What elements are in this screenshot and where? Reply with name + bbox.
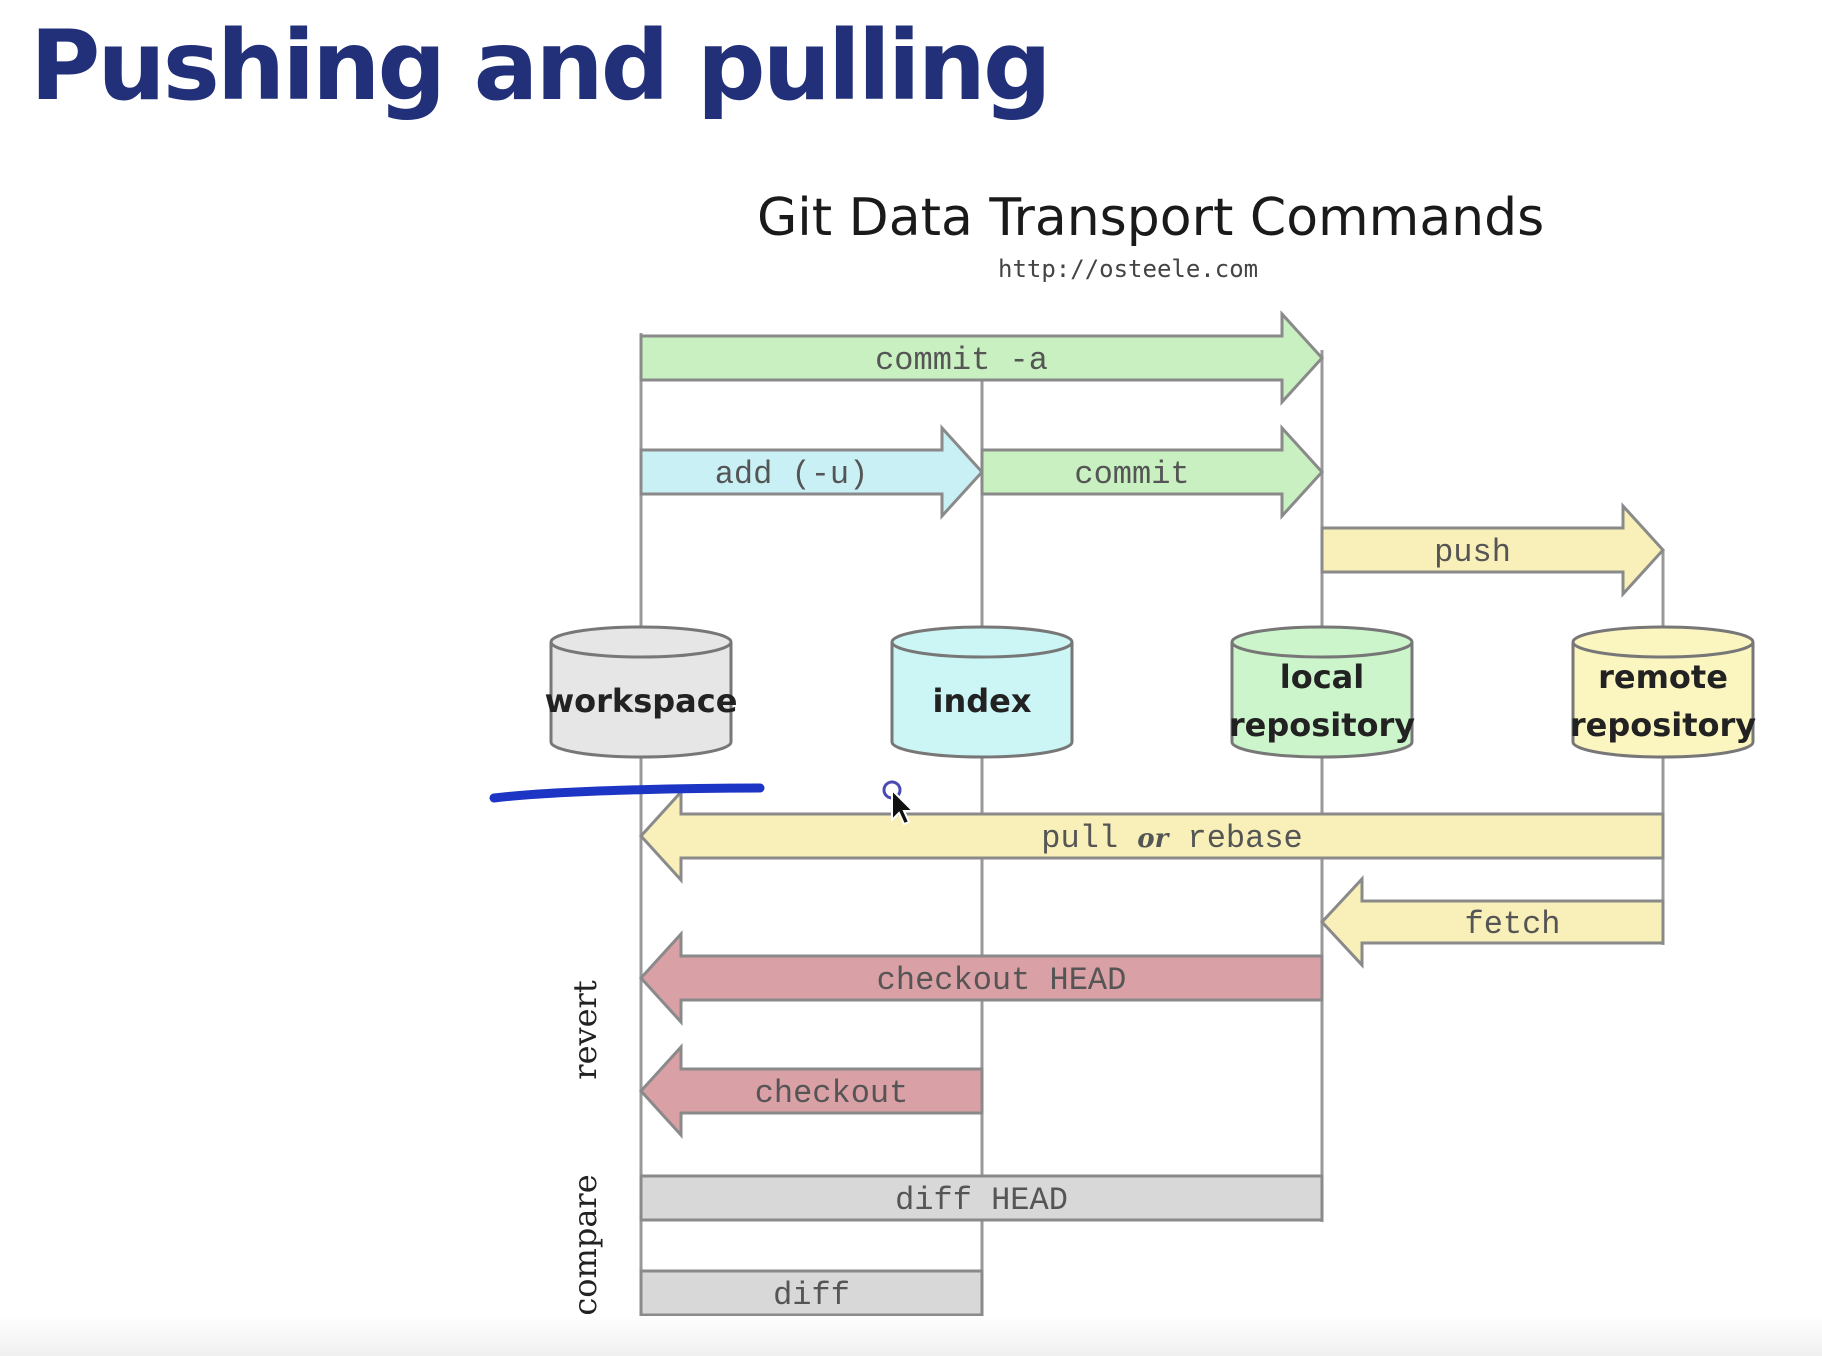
remote-repository-cylinder-top — [1571, 625, 1755, 659]
index-cylinder-top — [890, 625, 1074, 659]
pen-annotation — [489, 783, 765, 803]
diff-arrow-shape — [639, 1269, 984, 1317]
checkout-arrow: checkout — [638, 1043, 984, 1139]
remote-repository-label: remote — [1598, 658, 1728, 696]
compare-group-label: compare — [566, 1174, 604, 1315]
checkout-head-arrow-shape — [638, 930, 1324, 1026]
add-u-arrow: add (-u) — [639, 424, 985, 520]
diagram-url: http://osteele.com — [998, 255, 1259, 283]
push-arrow: push — [1320, 502, 1666, 598]
mouse-cursor-icon — [882, 780, 916, 826]
local-repository-label: local — [1280, 658, 1364, 696]
checkout-arrow-shape — [638, 1043, 984, 1139]
diagram-title: Git Data Transport Commands — [757, 188, 1545, 248]
slide-title: Pushing and pulling — [30, 10, 1052, 122]
fetch-label: fetch — [1464, 906, 1560, 943]
diff-arrow: diff — [639, 1269, 984, 1317]
diff-head-label: diff HEAD — [895, 1182, 1068, 1219]
stores: workspace index local repository remote repos… — [545, 625, 1756, 759]
diff-head-arrow-shape — [639, 1174, 1324, 1222]
push-arrow-shape — [1320, 502, 1666, 598]
commit-a-arrow-shape — [639, 310, 1325, 406]
add-u-arrow-shape — [639, 424, 985, 520]
commit-arrow: commit — [980, 424, 1325, 520]
revert-group-label: revert — [566, 980, 604, 1080]
checkout-head-arrow: checkout HEAD — [638, 930, 1324, 1026]
local-repository-store: local repository — [1229, 625, 1415, 759]
commit-arrow-shape — [980, 424, 1325, 520]
workspace-cylinder-top — [549, 625, 733, 659]
fetch-arrow: fetch — [1319, 875, 1665, 969]
checkout-head-label: checkout HEAD — [877, 962, 1127, 999]
pull-or-rebase-arrow: pull or rebase — [638, 788, 1665, 884]
pull-or-rebase-label-part: pull — [1041, 820, 1137, 857]
fetch-arrow-shape — [1319, 875, 1665, 969]
remote-repository-store: remote repository — [1570, 625, 1756, 759]
push-label: push — [1434, 534, 1511, 571]
pull-or-rebase-label-part: or — [1137, 824, 1170, 854]
remote-repository-cylinder-body — [1571, 642, 1755, 759]
local-repository-cylinder-body — [1230, 642, 1414, 759]
commands: commit -a add (-u) commit push pull or rebas… — [638, 310, 1666, 1317]
workspace-label: workspace — [545, 682, 738, 720]
index-cylinder-body — [890, 642, 1074, 759]
remote-repository-label: repository — [1570, 706, 1756, 744]
diff-head-arrow: diff HEAD — [639, 1174, 1324, 1222]
add-u-label: add (-u) — [715, 456, 869, 493]
commit-a-arrow: commit -a — [639, 310, 1325, 406]
bottom-edge — [0, 1316, 1822, 1356]
index-label: index — [933, 682, 1032, 720]
local-repository-cylinder-top — [1230, 625, 1414, 659]
commit-a-label: commit -a — [875, 342, 1048, 379]
index-store: index — [890, 625, 1074, 759]
workspace-store: workspace — [545, 625, 738, 759]
local-repository-label: repository — [1229, 706, 1415, 744]
workspace-cylinder-body — [549, 642, 733, 759]
diff-label: diff — [773, 1277, 850, 1314]
checkout-label: checkout — [755, 1075, 909, 1112]
pull-or-rebase-label: pull or rebase — [1041, 820, 1302, 857]
commit-label: commit — [1074, 456, 1189, 493]
pull-or-rebase-label-part: rebase — [1168, 820, 1302, 857]
